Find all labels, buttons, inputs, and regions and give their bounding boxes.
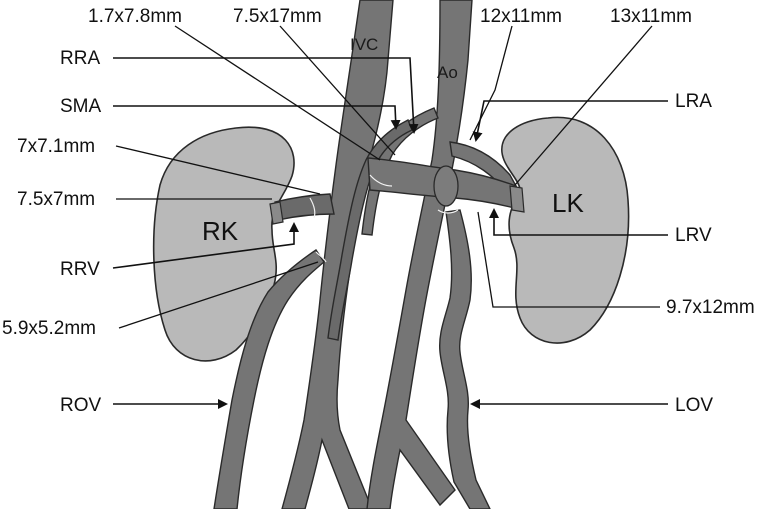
label-lrv: LRV	[675, 225, 712, 246]
label-rra: RRA	[60, 48, 100, 69]
ostium-outline-right	[309, 197, 316, 219]
right-renal-vein-ostium	[269, 201, 284, 225]
inferior-vena-cava	[281, 0, 394, 509]
arrow-lra	[472, 100, 668, 142]
rov-origin-outline	[315, 251, 327, 263]
label-rrv: RRV	[60, 259, 100, 280]
arrow-sma	[113, 105, 401, 130]
left-ovarian-vein	[438, 209, 491, 509]
label-rov: ROV	[60, 395, 102, 416]
leader-1-7x7-8mm	[174, 25, 381, 161]
ivc-label: IVC	[350, 35, 378, 54]
label-12x11mm: 12x11mm	[480, 6, 562, 27]
arrow-rra	[113, 57, 419, 134]
left-renal-vein-aortic-segment	[433, 165, 459, 207]
right-kidney-label: RK	[202, 216, 239, 246]
label-lra: LRA	[675, 91, 712, 112]
left-kidney	[501, 116, 630, 344]
leader-12x11mm	[469, 25, 513, 141]
label-7x7-1mm: 7x7.1mm	[17, 136, 95, 157]
leader-9-7x12mm	[477, 211, 660, 308]
label-lov: LOV	[675, 395, 713, 416]
leader-13x11mm	[514, 25, 653, 186]
ivc-origin-outline	[369, 174, 393, 187]
right-ovarian-vein	[213, 249, 325, 509]
right-kidney	[152, 126, 295, 362]
label-sma: SMA	[60, 96, 102, 117]
leader-7x7-1mm	[115, 145, 321, 195]
arrow-lrv	[489, 208, 668, 236]
left-kidney-label: LK	[552, 188, 584, 218]
leader-5-9x5-2mm	[118, 261, 319, 329]
aorta-label: Ao	[437, 63, 458, 82]
left-renal-vein-ostium	[509, 185, 525, 213]
label-9-7x12mm: 9.7x12mm	[666, 297, 755, 318]
label-5-9x5-2mm: 5.9x5.2mm	[2, 318, 96, 339]
label-7-5x7mm: 7.5x7mm	[17, 189, 95, 210]
ostium-outline-left	[437, 209, 459, 214]
leader-7-5x17mm	[279, 25, 396, 156]
arrow-rrv	[112, 222, 299, 269]
label-7-5x17mm: 7.5x17mm	[233, 6, 322, 27]
label-13x11mm: 13x11mm	[610, 6, 692, 27]
label-1-7x7-8mm: 1.7x7.8mm	[88, 6, 182, 27]
right-renal-vein	[274, 193, 335, 221]
